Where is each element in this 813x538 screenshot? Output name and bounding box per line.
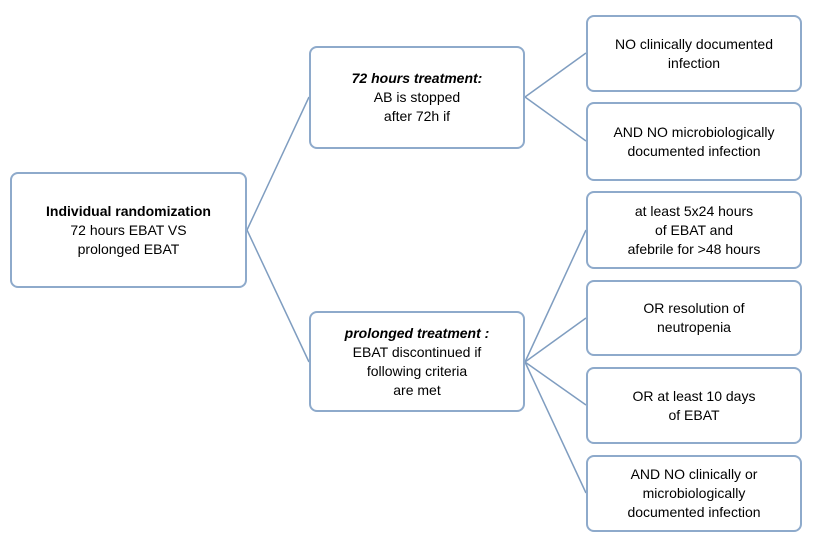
condition-line: afebrile for >48 hours (627, 240, 761, 257)
condition-node-5x24-hours-afebrile: at least 5x24 hours of EBAT and afebrile… (586, 191, 802, 269)
connector-72h-to-leaf2 (524, 96, 587, 142)
branch-line: following criteria (366, 362, 468, 379)
condition-line: at least 5x24 hours (634, 202, 754, 219)
condition-line: AND NO microbiologically (613, 123, 775, 140)
condition-line: of EBAT (668, 406, 720, 423)
connector-72h-to-leaf1 (524, 52, 587, 98)
connector-prolonged-to-leaf6 (524, 361, 587, 494)
condition-node-10-days-ebat: OR at least 10 days of EBAT (586, 367, 802, 444)
root-line: prolonged EBAT (77, 240, 180, 257)
connector-root-to-72h (246, 96, 310, 231)
root-node-randomization: Individual randomization 72 hours EBAT V… (10, 172, 247, 288)
condition-node-no-clinical-or-microbiological-infection: AND NO clinically or microbiologically d… (586, 455, 802, 532)
condition-line: infection (667, 54, 721, 71)
condition-node-resolution-neutropenia: OR resolution of neutropenia (586, 280, 802, 356)
connector-prolonged-to-leaf3 (524, 229, 587, 363)
branch-line: are met (393, 381, 441, 398)
connector-root-to-prolonged (246, 229, 310, 363)
connector-prolonged-to-leaf5 (524, 361, 587, 406)
condition-line: of EBAT and (654, 221, 734, 238)
condition-line: microbiologically (642, 485, 746, 501)
condition-line: documented infection (627, 504, 761, 520)
branch-heading: prolonged treatment : (344, 324, 490, 341)
condition-node-no-clinical-infection: NO clinically documented infection (586, 15, 802, 92)
condition-line: neutropenia (657, 319, 731, 335)
root-line: 72 hours EBAT VS (70, 221, 187, 238)
condition-line: OR resolution of (643, 300, 745, 316)
branch-line: AB is stopped (373, 89, 461, 105)
connector-prolonged-to-leaf4 (524, 317, 587, 363)
branch-node-prolonged-treatment: prolonged treatment : EBAT discontinued … (309, 311, 525, 412)
condition-node-no-microbiological-infection: AND NO microbiologically documented infe… (586, 102, 802, 181)
condition-line: OR at least 10 days (632, 387, 756, 404)
branch-heading: 72 hours treatment: (351, 70, 483, 86)
root-heading: Individual randomization (46, 202, 211, 219)
branch-line: after 72h if (383, 108, 451, 124)
condition-line: AND NO clinically or (630, 466, 758, 482)
branch-line: EBAT discontinued if (352, 343, 482, 360)
condition-line: NO clinically documented (615, 35, 773, 52)
condition-line: documented infection (627, 142, 761, 159)
branch-node-72h-treatment: 72 hours treatment: AB is stopped after … (309, 46, 525, 149)
